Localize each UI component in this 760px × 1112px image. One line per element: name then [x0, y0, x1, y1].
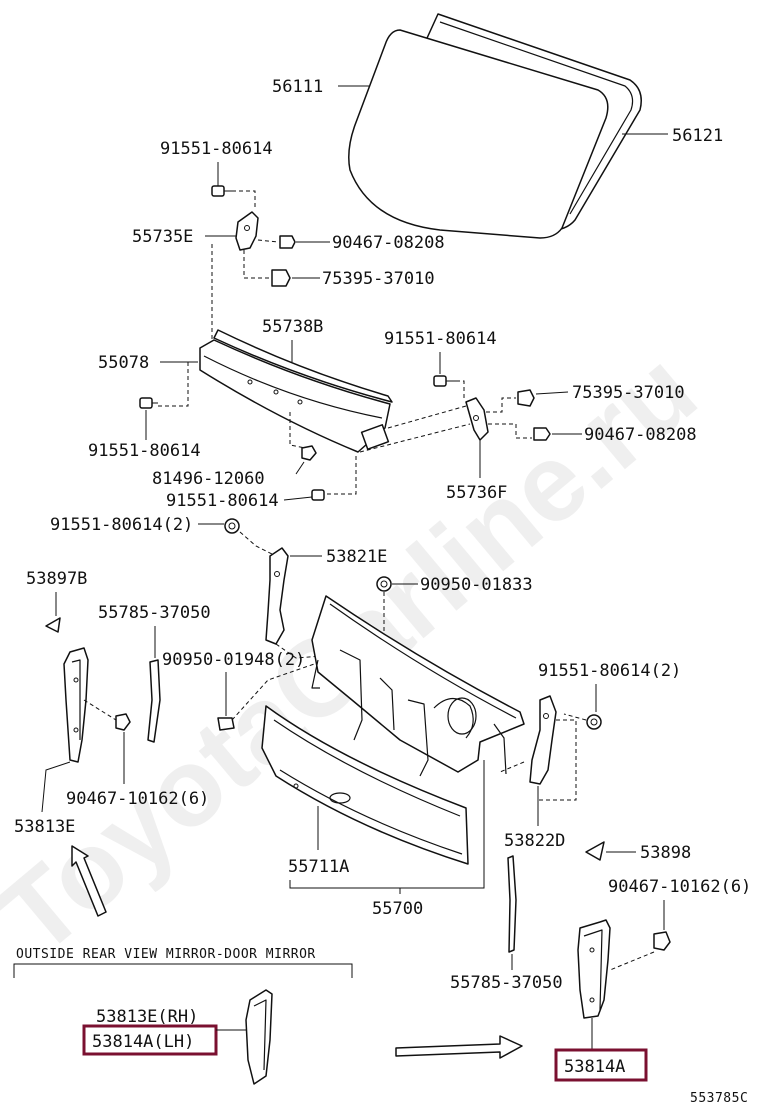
dashed-leader: [289, 412, 306, 449]
dashed-leader: [231, 661, 321, 721]
dashed-leader: [387, 405, 467, 429]
dashed-leader: [486, 397, 516, 413]
strip-left-part: [147, 659, 161, 743]
dashed-leader: [257, 239, 279, 243]
label-bolt-right-2: 91551-80614(2): [538, 661, 681, 681]
bracket-821e-part: [265, 547, 289, 645]
bolt-icon: [224, 518, 240, 534]
highlight-inset-lh: [82, 1024, 218, 1056]
leader-panel-assy: [289, 760, 485, 889]
bolt-icon: [139, 397, 158, 409]
cover-left-part: [63, 647, 89, 763]
label-bolt-louver-b: 91551-80614: [166, 491, 279, 511]
label-nut-louver: 81496-12060: [152, 469, 265, 489]
dashed-leader: [499, 761, 525, 773]
dashed-leader: [488, 423, 532, 439]
label-bolt-top: 91551-80614: [160, 139, 273, 159]
cowl-top-panel: [311, 595, 525, 777]
bracket-f-part: [465, 397, 489, 441]
label-grommet: 90950-01833: [420, 575, 533, 595]
label-retainer-right: 75395-37010: [572, 383, 685, 403]
label-bracket-822d: 53822D: [504, 831, 565, 851]
dashed-leader: [326, 456, 357, 495]
label-bolt-right: 91551-80614: [384, 329, 497, 349]
label-louver-seal: 55738B: [262, 317, 323, 337]
label-inset-lh: 53814A(LH): [92, 1032, 194, 1052]
inset-bracket-line: [13, 963, 353, 978]
grommet-icon: [376, 576, 392, 592]
label-retainer-top: 75395-37010: [322, 269, 435, 289]
label-seal-right: 53898: [640, 843, 691, 863]
bracket-822d-part: [529, 695, 557, 785]
bolt-icon: [311, 489, 325, 501]
bolt-icon: [433, 375, 456, 387]
dashed-leader: [239, 531, 277, 557]
leader-cover-left: [41, 761, 71, 813]
label-grommet-2: 90950-01948(2): [162, 650, 305, 670]
grommet-icon: [217, 717, 235, 731]
clip-icon: [653, 931, 671, 951]
nut-icon: [301, 445, 317, 461]
dashed-leader: [359, 423, 471, 453]
inset-cover-part: [245, 989, 273, 1085]
windshield-main: [348, 29, 609, 239]
leader-bolt-louver-b: [283, 496, 313, 501]
dashed-leader: [563, 713, 587, 721]
retainer-icon: [517, 389, 535, 407]
label-bolt-louver: 91551-80614: [88, 441, 201, 461]
seal-left-part: [45, 617, 61, 633]
clip-icon: [279, 235, 296, 249]
label-inset-rh: 53813E(RH): [96, 1007, 198, 1027]
dashed-leader: [83, 699, 117, 721]
label-bolt-2: 91551-80614(2): [50, 515, 193, 535]
dashed-leader: [232, 190, 256, 210]
label-strip-left: 55785-37050: [98, 603, 211, 623]
label-louver: 55078: [98, 353, 149, 373]
louver-seal-part: [213, 329, 393, 403]
bolt-icon: [586, 714, 602, 730]
louver-part: [199, 339, 391, 453]
label-seal-left: 53897B: [26, 569, 87, 589]
label-clip-right: 90467-08208: [584, 425, 697, 445]
clip-icon: [115, 713, 131, 731]
label-bracket-e: 55735E: [132, 227, 193, 247]
label-strip-right: 55785-37050: [450, 973, 563, 993]
arrow-right-icon: [395, 1035, 523, 1059]
diagram-id: 553785C: [690, 1091, 748, 1106]
label-cover-right: 53814A: [564, 1057, 625, 1077]
leader-nut: [295, 461, 305, 475]
cowl-front-panel: [261, 705, 469, 865]
label-clip-top: 90467-08208: [332, 233, 445, 253]
strip-right-part: [507, 855, 517, 953]
label-clip-6-right: 90467-10162(6): [608, 877, 751, 897]
label-windshield: 56111: [272, 77, 323, 97]
clip-icon: [533, 427, 551, 441]
label-panel-assy: 55700: [372, 899, 423, 919]
retainer-icon: [271, 269, 291, 287]
label-panel-a: 55711A: [288, 857, 349, 877]
dashed-leader: [536, 719, 577, 801]
label-bracket-821e: 53821E: [326, 547, 387, 567]
highlight-cover-right: [554, 1048, 648, 1082]
label-clip-6-left: 90467-10162(6): [66, 789, 209, 809]
dashed-leader: [243, 250, 270, 279]
leader-retainer-right: [535, 391, 569, 395]
arrow-icon: [71, 845, 107, 917]
bolt-icon: [211, 185, 232, 197]
dashed-leader: [609, 951, 655, 971]
label-weatherstrip: 56121: [672, 126, 723, 146]
inset-title: OUTSIDE REAR VIEW MIRROR-DOOR MIRROR: [16, 947, 316, 962]
label-bracket-f: 55736F: [446, 483, 507, 503]
label-cover-left: 53813E: [14, 817, 75, 837]
seal-right-part: [585, 841, 605, 861]
dashed-leader: [158, 362, 189, 407]
dashed-leader: [456, 380, 465, 398]
cover-right-part: [577, 919, 611, 1019]
dashed-leader: [275, 643, 323, 659]
bracket-e-part: [235, 211, 259, 251]
